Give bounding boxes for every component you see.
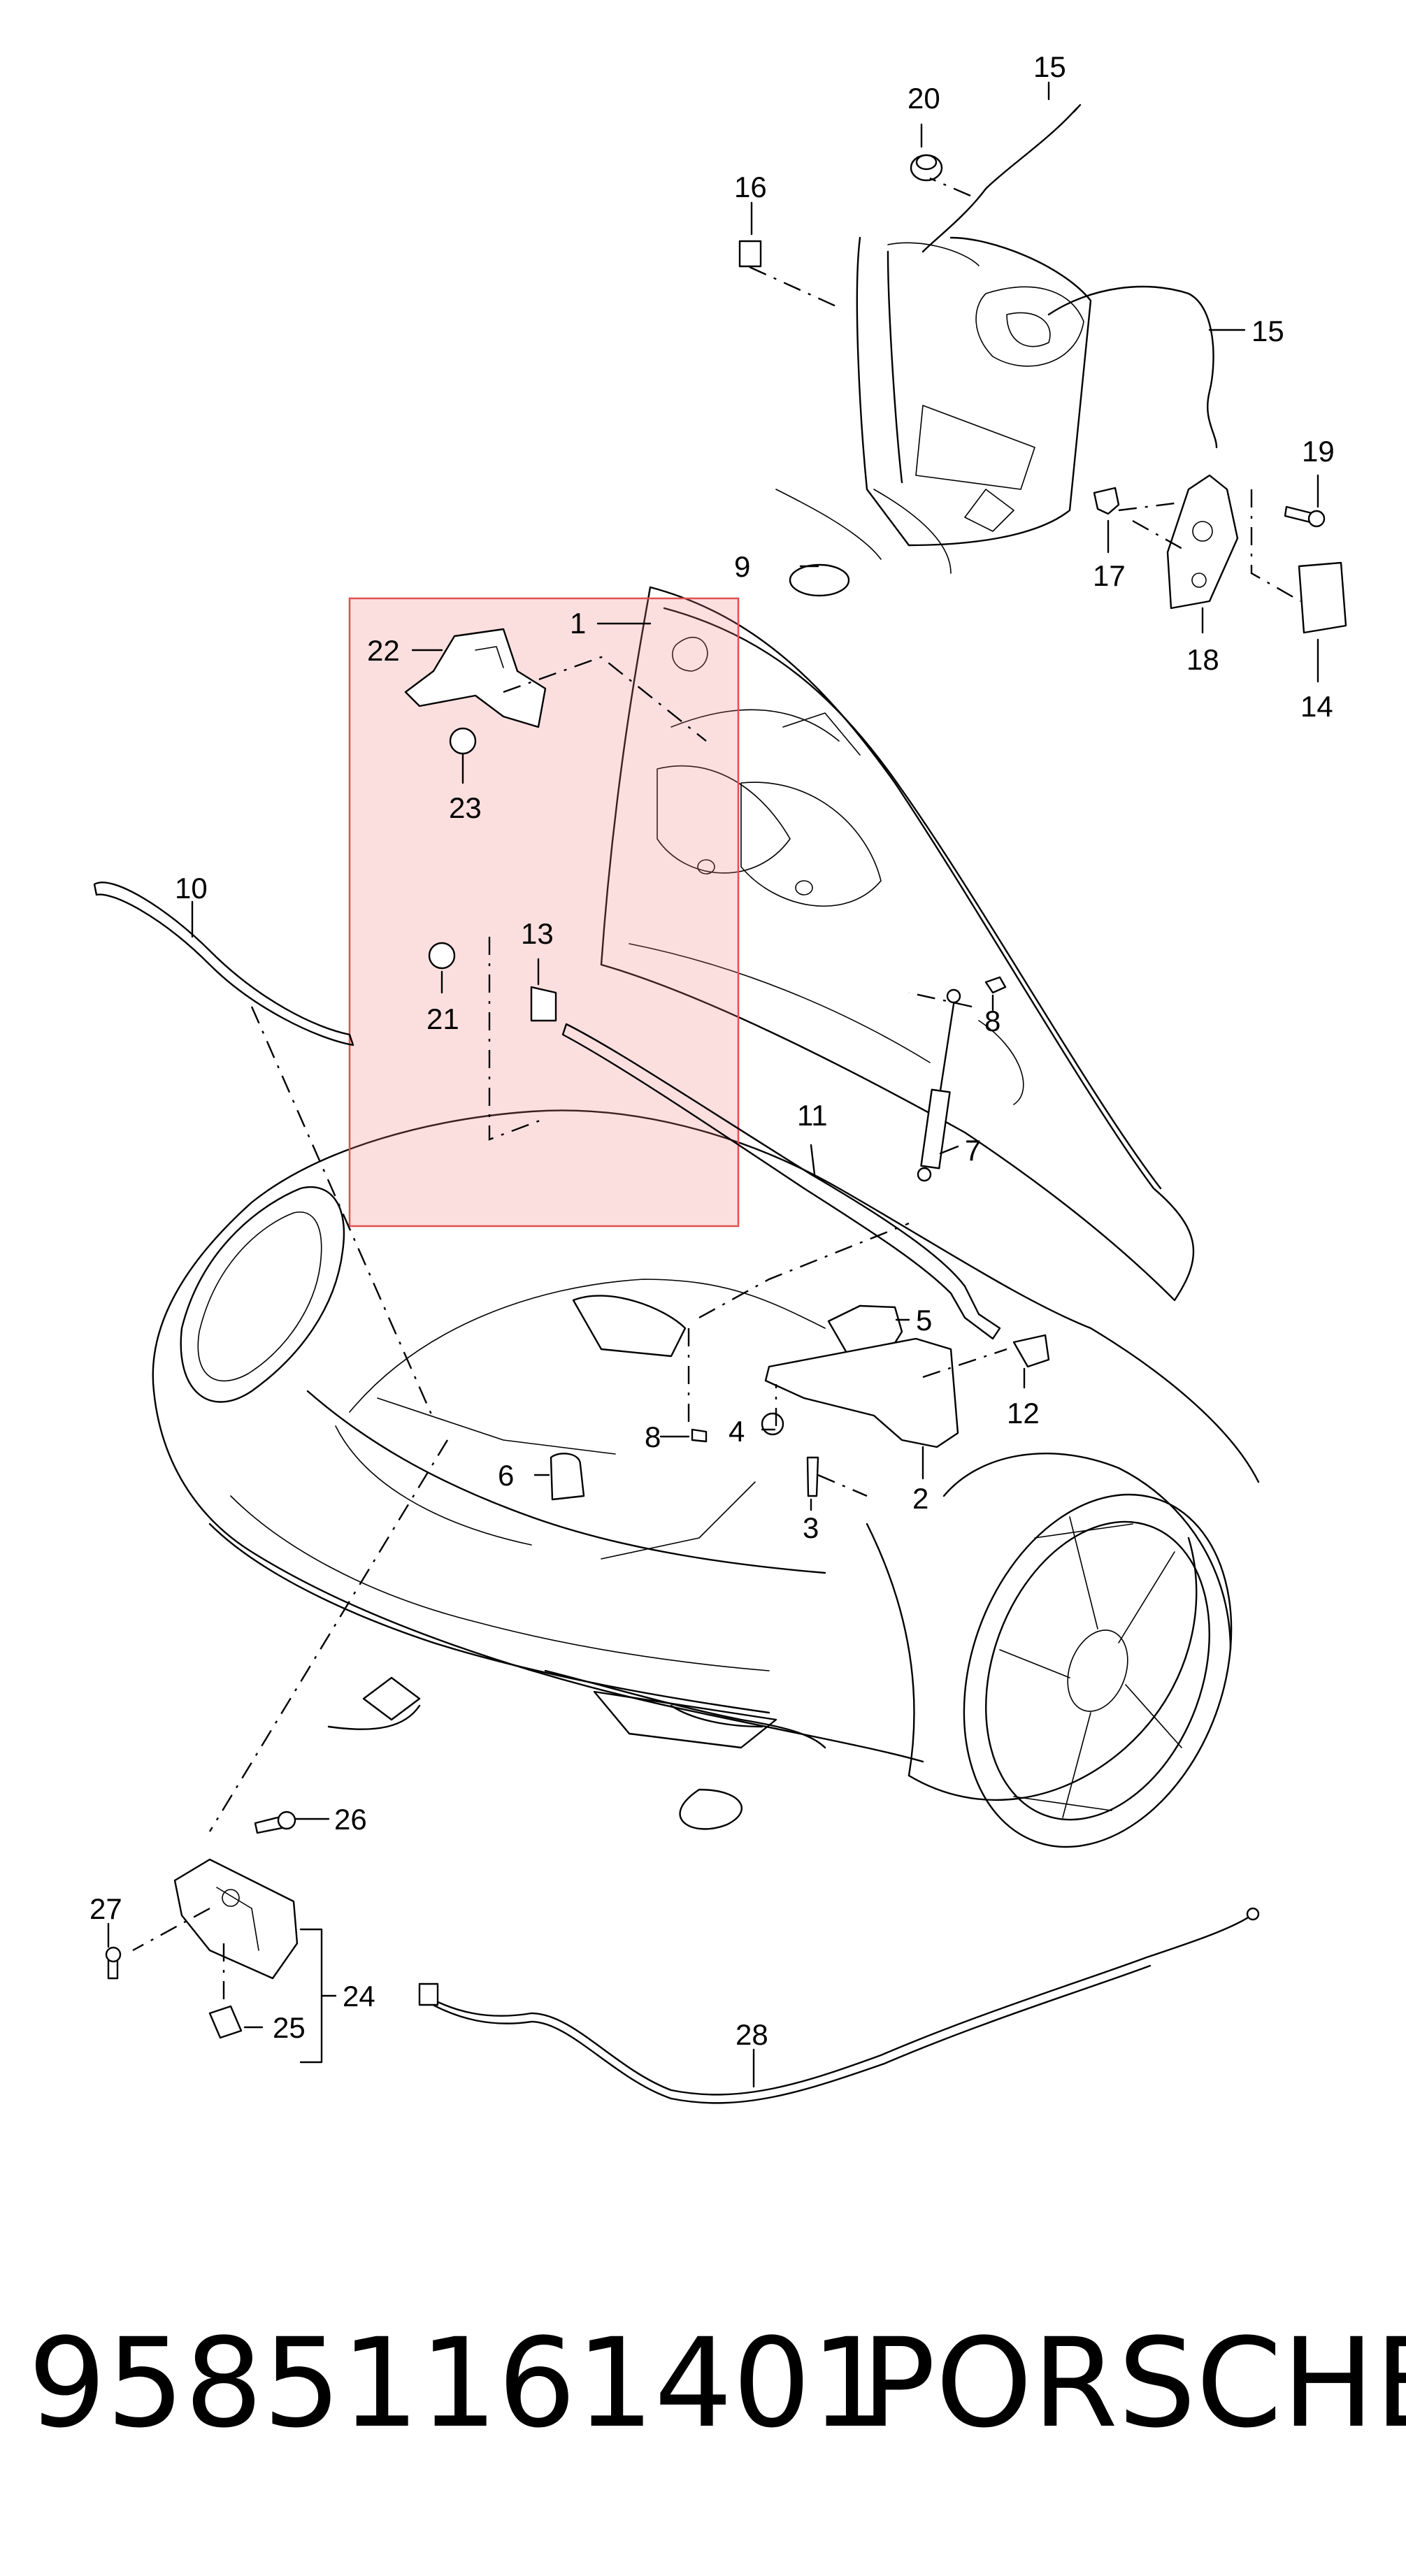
callout-20: 20 xyxy=(908,82,940,115)
callout-22: 22 xyxy=(367,634,400,667)
callout-2: 2 xyxy=(912,1482,928,1515)
callout-24: 24 xyxy=(343,1980,375,2013)
callout-16: 16 xyxy=(734,171,767,203)
highlight-box xyxy=(348,597,740,1228)
callout-26: 26 xyxy=(334,1803,367,1836)
release-cable-28 xyxy=(418,1914,1253,2096)
assembly-lines xyxy=(132,177,1301,2006)
callout-8a: 8 xyxy=(645,1420,661,1453)
callout-13: 13 xyxy=(521,917,554,950)
callout-labels: 1 2 3 4 5 6 7 8 8 9 10 11 12 13 14 15 15… xyxy=(89,50,1335,2051)
gas-strut-7 xyxy=(917,988,961,1182)
car-body-outline xyxy=(152,1109,1260,1848)
seal-strip-10 xyxy=(93,882,354,1046)
leader-lines xyxy=(107,81,1319,2088)
callout-5: 5 xyxy=(916,1304,932,1337)
callout-8b: 8 xyxy=(984,1005,1000,1037)
callout-4: 4 xyxy=(729,1415,745,1448)
callout-15b: 15 xyxy=(1251,315,1284,347)
callout-21: 21 xyxy=(426,1002,459,1035)
callout-3: 3 xyxy=(803,1511,819,1544)
callout-19: 19 xyxy=(1302,435,1335,468)
callout-18: 18 xyxy=(1186,643,1219,676)
callout-7: 7 xyxy=(965,1134,981,1167)
callout-27: 27 xyxy=(89,1892,122,1925)
hood xyxy=(600,586,1195,1302)
brand-name: PORSCHE xyxy=(861,2312,1406,2455)
body-panel xyxy=(775,236,1092,574)
callout-17: 17 xyxy=(1093,559,1126,592)
callout-11: 11 xyxy=(797,1099,828,1132)
callout-6: 6 xyxy=(498,1459,514,1492)
callout-1: 1 xyxy=(570,607,586,640)
callout-15a: 15 xyxy=(1033,50,1066,83)
release-cable-15 xyxy=(921,107,1078,253)
parts xyxy=(105,154,1347,2039)
callout-12: 12 xyxy=(1007,1397,1040,1430)
callout-14: 14 xyxy=(1300,690,1333,723)
callout-25: 25 xyxy=(273,2011,306,2044)
callout-23: 23 xyxy=(449,791,482,824)
seal-strip-11 xyxy=(561,1023,1001,1340)
callout-9: 9 xyxy=(734,550,750,583)
callout-28: 28 xyxy=(736,2018,768,2051)
part-number: 95851161401 xyxy=(28,2312,889,2455)
callout-10: 10 xyxy=(175,872,208,905)
